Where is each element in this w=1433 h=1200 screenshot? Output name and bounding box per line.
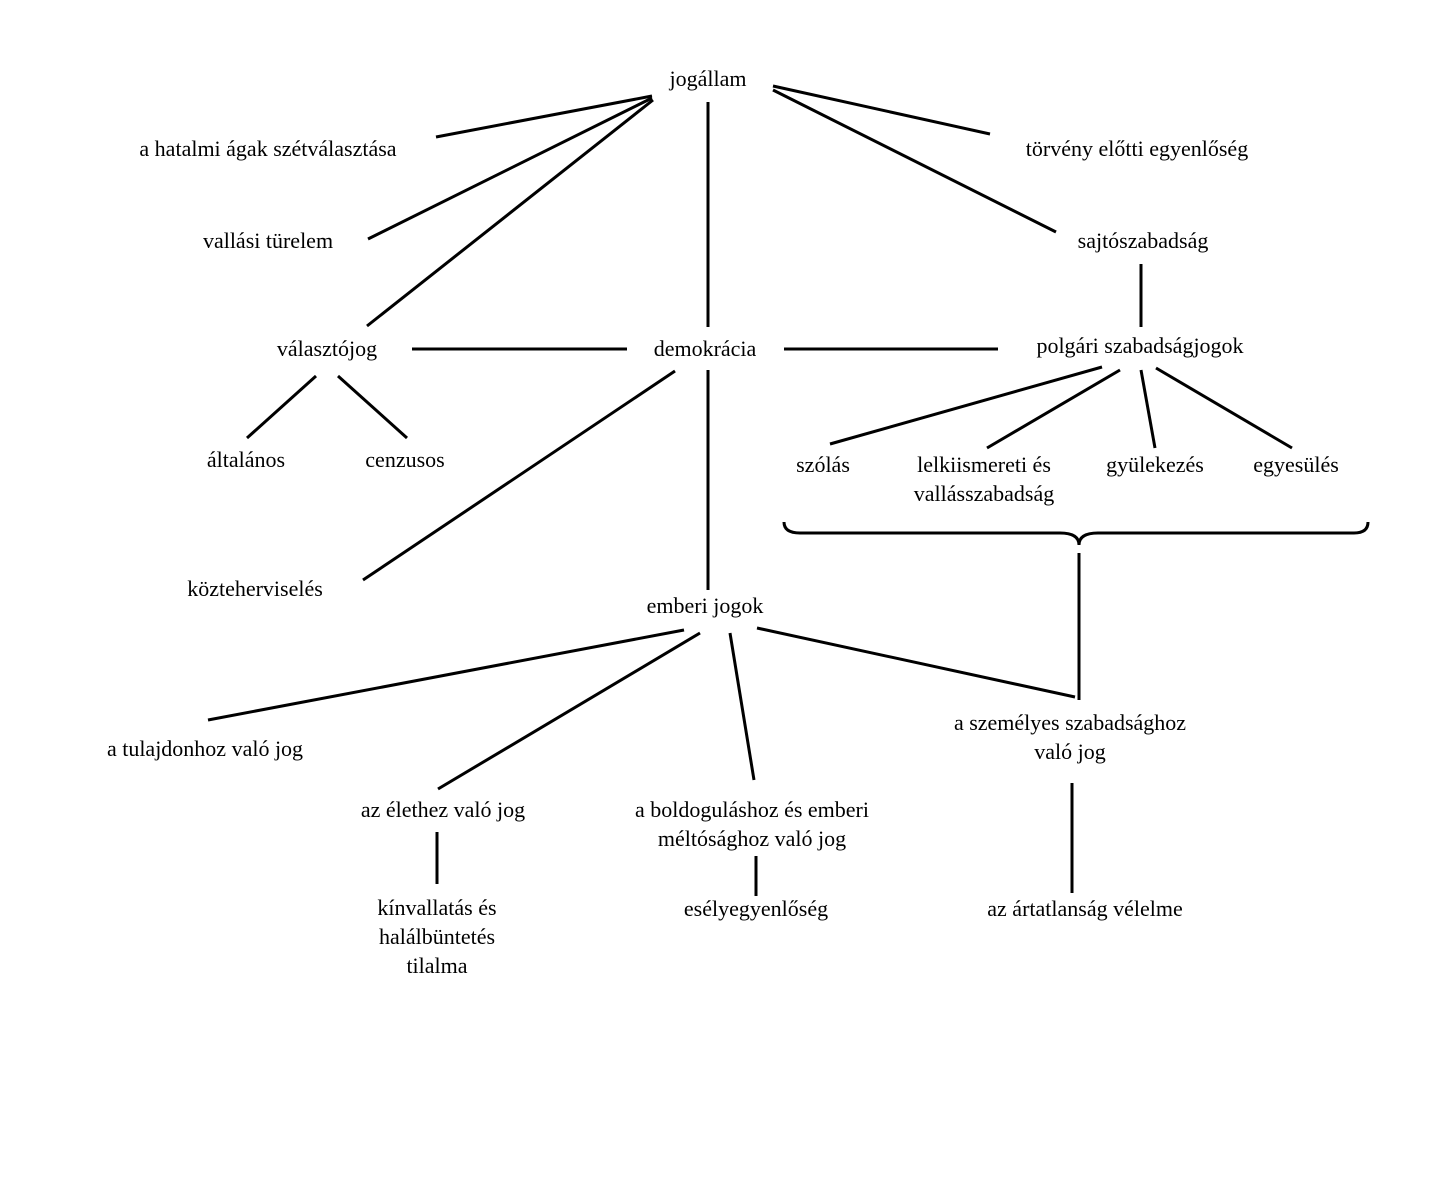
edge-demokracia-kozteherviseles [362, 369, 676, 582]
node-lelkiismereti: lelkiismereti és vallásszabadság [913, 452, 1055, 506]
node-eselyegyenloseg: esélyegyenlőség [683, 896, 829, 921]
node-tulajdonhoz: a tulajdonhoz való jog [106, 736, 304, 761]
node-hatalmi-agak: a hatalmi ágak szétválasztása [139, 136, 397, 161]
node-egyesules: egyesülés [1253, 452, 1339, 477]
node-szemelyes-szabadsaghoz: a személyes szabadsághoz való jog [953, 710, 1187, 764]
node-altalanos: általános [206, 447, 286, 472]
node-demokracia: demokrácia [653, 336, 757, 361]
edge-emberi-boldogulashoz [728, 632, 756, 781]
node-szolas: szólás [796, 452, 850, 477]
node-kozteherviseles: közteherviselés [187, 576, 323, 601]
node-torveny-elotti: törvény előtti egyenlőség [1025, 136, 1249, 161]
edge-polgari-szolas [829, 365, 1103, 446]
node-cenzusos: cenzusos [365, 447, 445, 472]
edge-valasztojog-cenzusos [336, 374, 409, 440]
edge-jogallam-vallasi-turelem [367, 96, 653, 241]
node-vallasi-turelem: vallási türelem [202, 228, 334, 253]
edge-polgari-gyulekezes [1139, 369, 1157, 449]
edge-emberi-elethez [437, 631, 701, 791]
node-jogallam: jogállam [669, 66, 747, 91]
edge-jogallam-valasztojog [366, 98, 654, 328]
edge-jogallam-sajtoszabadsag [772, 88, 1057, 234]
edge-polgari-egyesules [1155, 366, 1293, 450]
node-artatlansag: az ártatlanság vélelme [987, 896, 1183, 921]
node-boldogulashoz: a boldoguláshoz és emberi méltósághoz va… [635, 797, 869, 851]
node-kinvallatas: kínvallatás és halálbüntetés tilalma [377, 895, 497, 978]
edge-jogallam-hatalmi-agak [435, 94, 653, 139]
node-sajtoszabadsag: sajtószabadság [1077, 228, 1209, 253]
node-gyulekezes: gyülekezés [1106, 452, 1204, 477]
node-valasztojog: választójog [276, 336, 378, 361]
edge-jogallam-torveny-elotti [772, 84, 991, 136]
edge-emberi-szemelyes [756, 626, 1076, 699]
edge-valasztojog-altalanos [245, 374, 318, 440]
node-elethez: az élethez való jog [360, 797, 526, 822]
node-emberi-jogok: emberi jogok [646, 593, 764, 618]
freedoms-curly-brace [782, 521, 1370, 546]
edge-polgari-lelkiismereti [986, 368, 1121, 450]
edge-emberi-tulajdonhoz [207, 628, 685, 722]
node-polgari-szabadsagjogok: polgári szabadságjogok [1036, 333, 1244, 358]
